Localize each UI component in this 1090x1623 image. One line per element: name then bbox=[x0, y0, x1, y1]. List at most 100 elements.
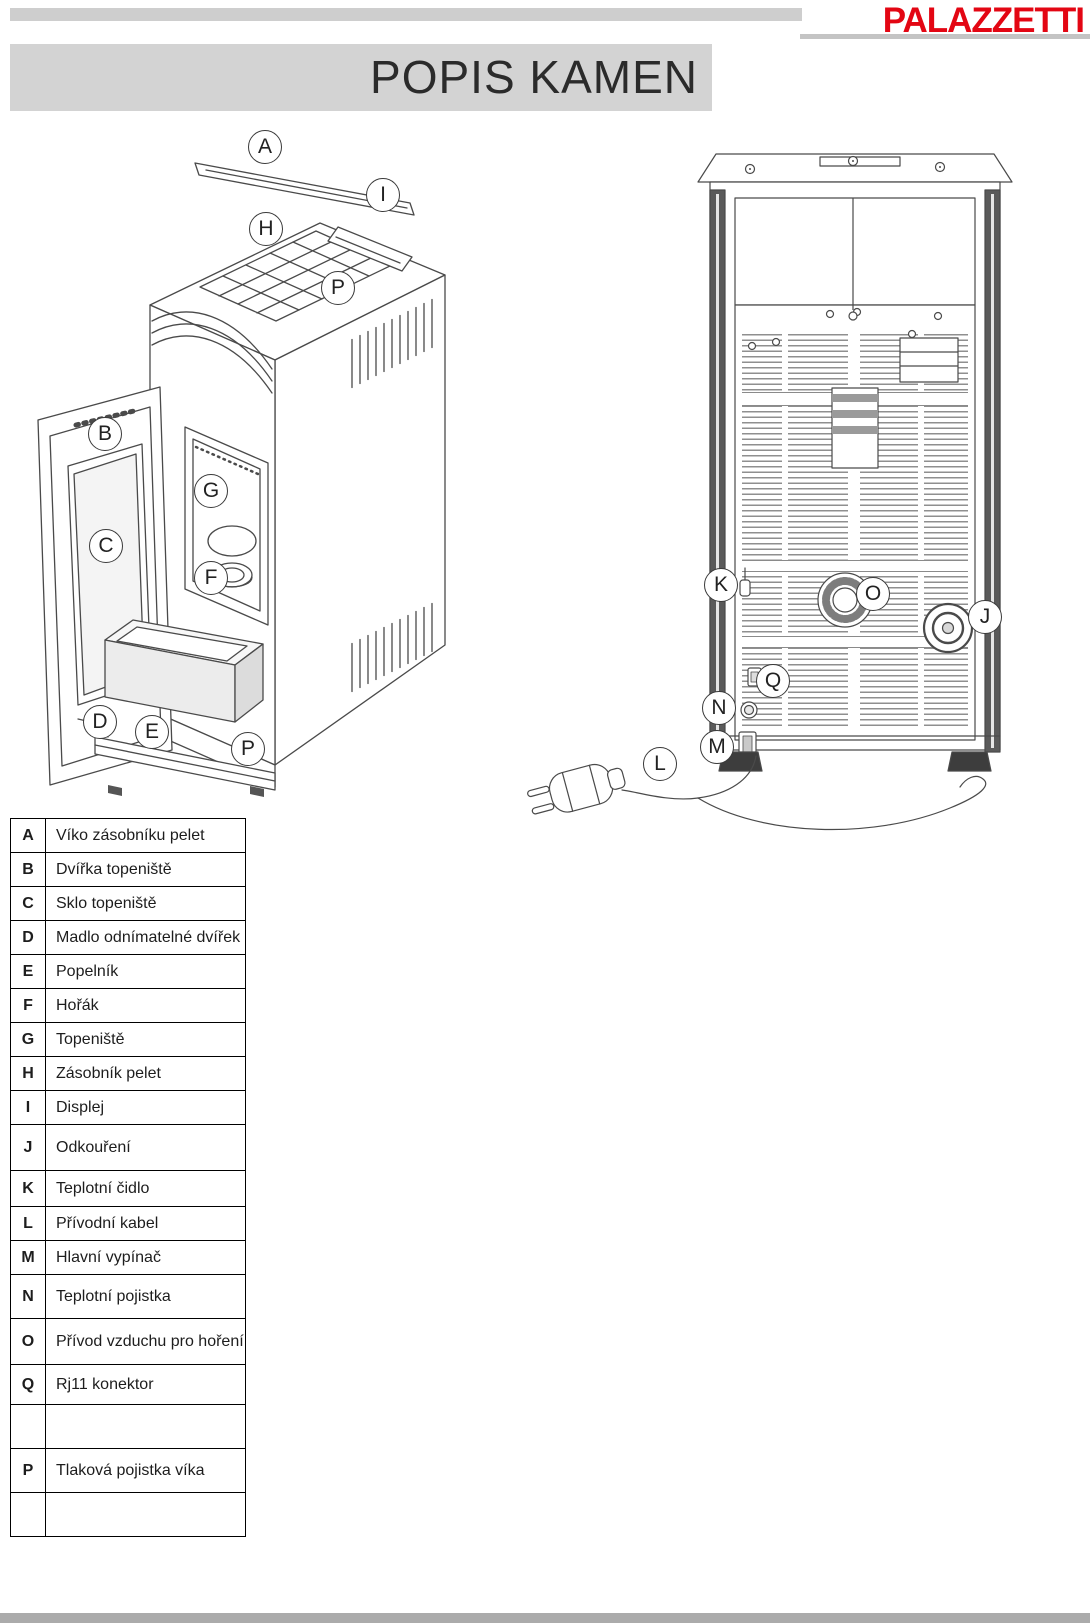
legend-label: Přívodní kabel bbox=[45, 1206, 246, 1241]
ash-drawer bbox=[77, 619, 264, 738]
legend-key: C bbox=[10, 886, 46, 921]
callout-P-top: P bbox=[321, 271, 355, 305]
callout-N: N bbox=[702, 691, 736, 725]
callout-Q: Q bbox=[756, 664, 790, 698]
legend-label: Dvířka topeniště bbox=[45, 852, 246, 887]
callout-D: D bbox=[83, 705, 117, 739]
legend-label: Teplotní pojistka bbox=[45, 1274, 246, 1319]
footer-rule bbox=[0, 1613, 1090, 1623]
legend-row bbox=[10, 1492, 246, 1537]
legend-label: Topeniště bbox=[45, 1022, 246, 1057]
callout-O: O bbox=[856, 577, 890, 611]
junction-box bbox=[899, 337, 959, 383]
callout-P-bottom: P bbox=[231, 732, 265, 766]
legend-label: Displej bbox=[45, 1090, 246, 1125]
callout-C: C bbox=[89, 529, 123, 563]
callout-E: E bbox=[135, 715, 169, 749]
stove-base bbox=[94, 736, 276, 797]
flame-deflector bbox=[207, 525, 257, 557]
vent-seam-band bbox=[742, 560, 968, 572]
legend-key: M bbox=[10, 1240, 46, 1275]
legend-key: H bbox=[10, 1056, 46, 1091]
callout-K: K bbox=[704, 568, 738, 602]
palazzetti-logo: PALAZZETTI bbox=[882, 1, 1085, 40]
power-cable bbox=[621, 755, 987, 831]
legend-key: N bbox=[10, 1274, 46, 1319]
legend-label: Víko zásobníku pelet bbox=[45, 818, 246, 853]
legend-key: O bbox=[10, 1318, 46, 1365]
legend-key: K bbox=[10, 1170, 46, 1207]
firebox bbox=[184, 426, 269, 626]
logo-underline bbox=[800, 34, 1090, 39]
legend-key: L bbox=[10, 1206, 46, 1241]
legend-key: J bbox=[10, 1124, 46, 1171]
header-rule bbox=[10, 8, 802, 21]
side-vent-slats-top bbox=[351, 298, 433, 389]
legend-label: Zásobník pelet bbox=[45, 1056, 246, 1091]
side-vent-slats-bottom bbox=[351, 602, 433, 693]
legend-key: A bbox=[10, 818, 46, 853]
legend-key: F bbox=[10, 988, 46, 1023]
legend-label: Hořák bbox=[45, 988, 246, 1023]
legend-key bbox=[10, 1492, 46, 1537]
legend-key bbox=[10, 1404, 46, 1449]
callout-H: H bbox=[249, 212, 283, 246]
legend-label: Madlo odnímatelné dvířek bbox=[45, 920, 246, 955]
rear-view-details bbox=[527, 307, 1001, 831]
legend-key: P bbox=[10, 1448, 46, 1493]
legend-label: Sklo topeniště bbox=[45, 886, 246, 921]
display-panel bbox=[327, 226, 413, 272]
vent-seam-band bbox=[742, 636, 968, 648]
legend-key: B bbox=[10, 852, 46, 887]
power-plug bbox=[527, 763, 626, 815]
legend-key: Q bbox=[10, 1364, 46, 1405]
legend-label: Odkouření bbox=[45, 1124, 246, 1171]
legend-label: Popelník bbox=[45, 954, 246, 989]
legend-key: G bbox=[10, 1022, 46, 1057]
legend-key: I bbox=[10, 1090, 46, 1125]
callout-G: G bbox=[194, 474, 228, 508]
legend-label bbox=[45, 1404, 246, 1449]
callout-A: A bbox=[248, 130, 282, 164]
legend-key: D bbox=[10, 920, 46, 955]
legend-key: E bbox=[10, 954, 46, 989]
callout-F: F bbox=[194, 561, 228, 595]
thermal-fuse bbox=[740, 701, 758, 719]
vent-gap-right bbox=[918, 330, 924, 730]
callout-I: I bbox=[366, 178, 400, 212]
rear-screws bbox=[747, 307, 943, 351]
temperature-probe bbox=[739, 567, 751, 597]
callout-L: L bbox=[643, 747, 677, 781]
title-band: POPIS KAMEN bbox=[10, 44, 712, 111]
legend-label: Přívod vzduchu pro hoření bbox=[45, 1318, 246, 1365]
legend-label: Teplotní čidlo bbox=[45, 1170, 246, 1207]
legend-row bbox=[10, 1404, 246, 1449]
legend-label: Tlaková pojistka víka bbox=[45, 1448, 246, 1493]
legend-label bbox=[45, 1492, 246, 1537]
front-view-drawing bbox=[37, 162, 446, 797]
callout-B: B bbox=[88, 417, 122, 451]
callout-J: J bbox=[968, 600, 1002, 634]
center-bracket bbox=[831, 387, 879, 469]
rear-top-plate bbox=[697, 153, 1013, 183]
